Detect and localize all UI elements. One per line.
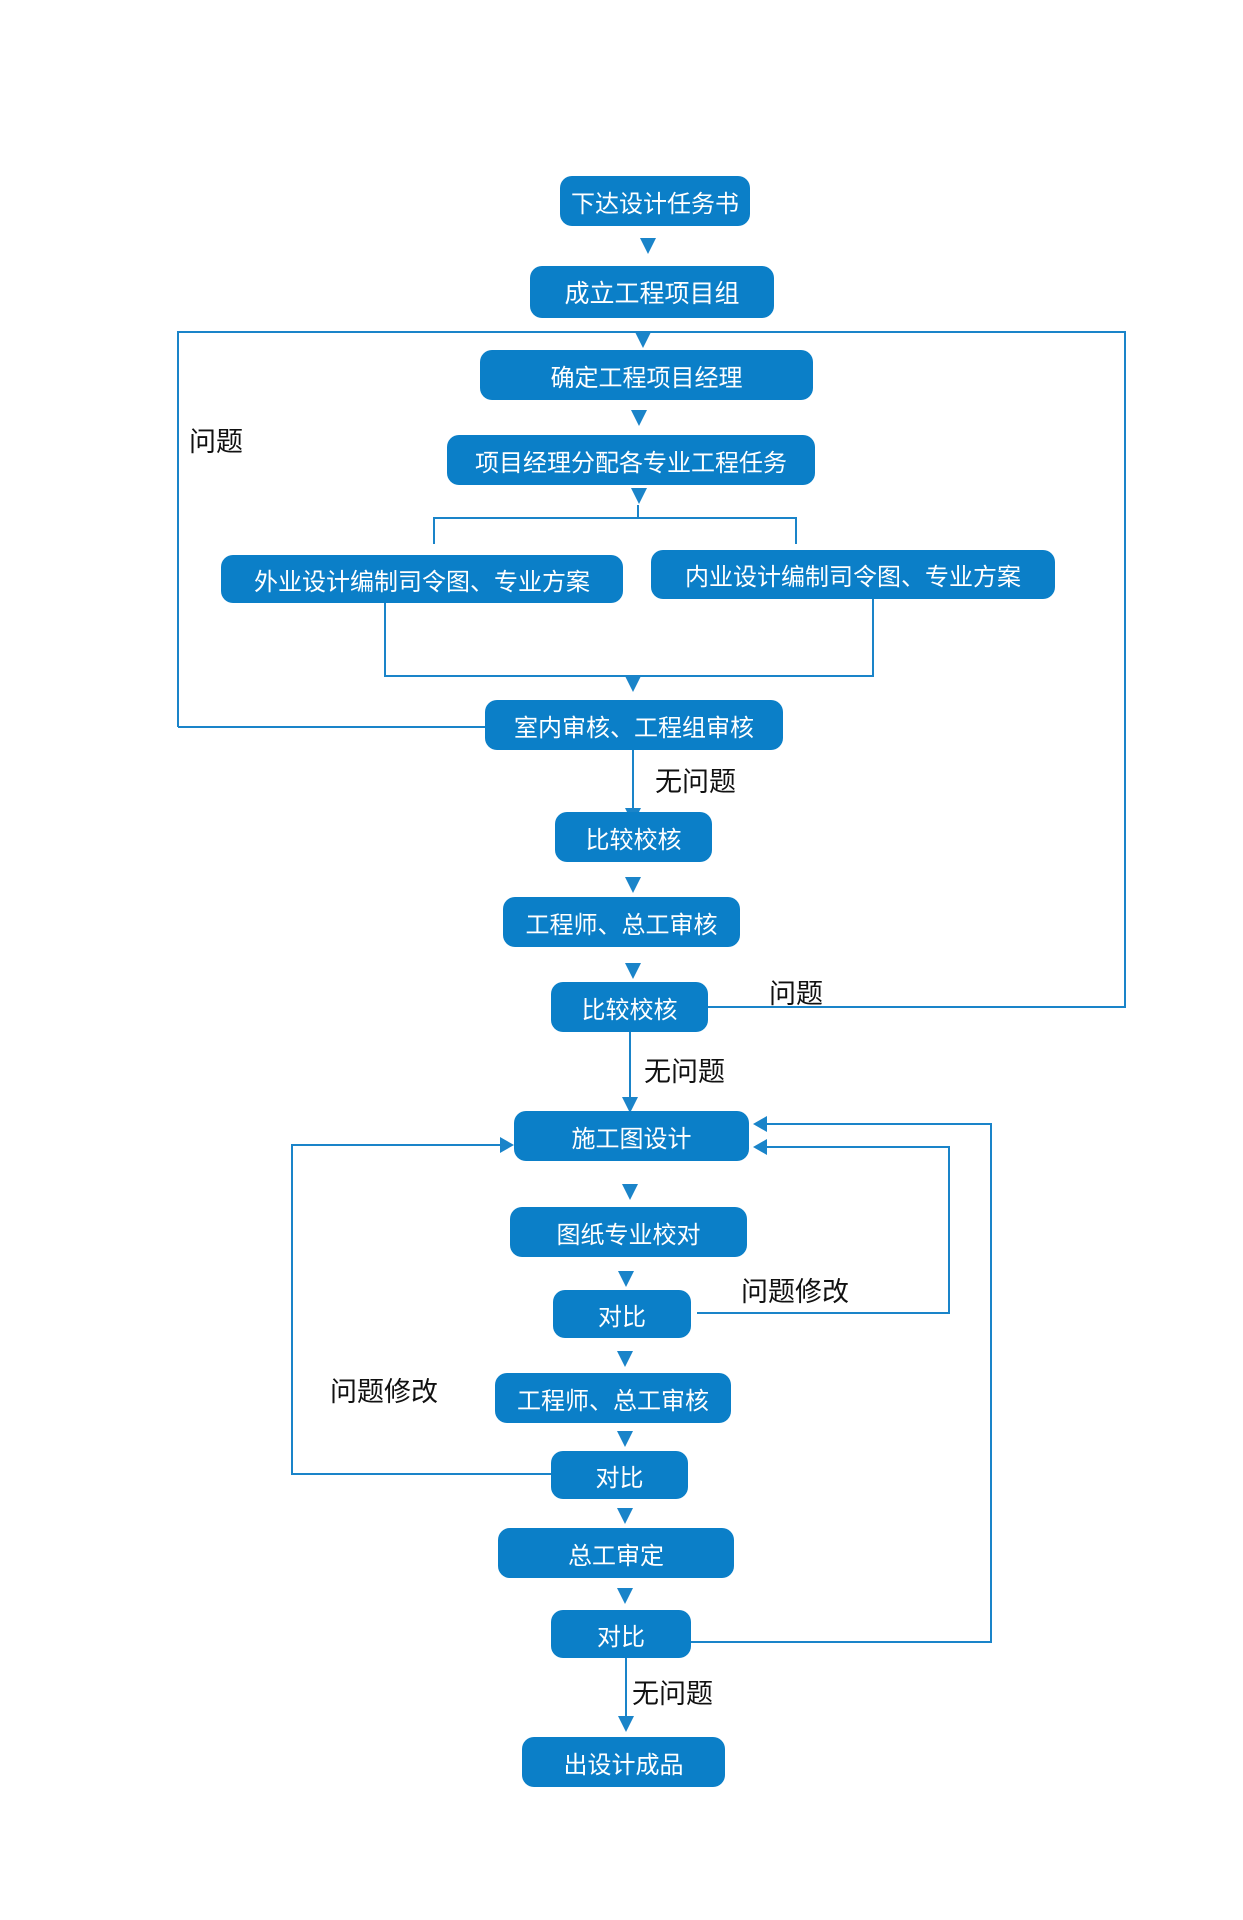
arrow-head bbox=[622, 1184, 638, 1200]
flow-step: 出设计成品 bbox=[522, 1737, 725, 1787]
flow-step: 对比 bbox=[551, 1610, 691, 1658]
edge-label: 无问题 bbox=[644, 1057, 725, 1088]
flow-step: 室内审核、工程组审核 bbox=[485, 700, 783, 750]
arrow-head bbox=[618, 1716, 634, 1732]
arrow-head bbox=[622, 1097, 638, 1113]
flow-step: 施工图设计 bbox=[514, 1111, 749, 1161]
arrow-head bbox=[617, 1351, 633, 1367]
arrow-head bbox=[635, 332, 651, 348]
edge-label: 问题修改 bbox=[330, 1377, 438, 1408]
flow-step: 项目经理分配各专业工程任务 bbox=[447, 435, 815, 485]
flow-step: 确定工程项目经理 bbox=[480, 350, 813, 400]
flow-step: 外业设计编制司令图、专业方案 bbox=[221, 555, 623, 603]
flow-step: 工程师、总工审核 bbox=[495, 1373, 731, 1423]
arrow-head bbox=[617, 1508, 633, 1524]
arrow-head bbox=[631, 488, 647, 504]
flow-step: 成立工程项目组 bbox=[530, 266, 774, 318]
flow-step: 对比 bbox=[551, 1451, 688, 1499]
flow-step: 图纸专业校对 bbox=[510, 1207, 747, 1257]
loop-left bbox=[291, 1144, 551, 1475]
edge-label: 问题修改 bbox=[741, 1277, 849, 1308]
arrow-head bbox=[625, 963, 641, 979]
flow-step: 总工审定 bbox=[498, 1528, 734, 1578]
edge-label: 无问题 bbox=[632, 1679, 713, 1710]
flow-step: 对比 bbox=[553, 1290, 691, 1338]
arrow-head bbox=[617, 1588, 633, 1604]
arrow-head bbox=[753, 1139, 767, 1155]
loop-right-inner bbox=[697, 1146, 950, 1314]
loop-right-outer bbox=[691, 1123, 992, 1643]
arrow-head bbox=[617, 1431, 633, 1447]
arrow-head bbox=[640, 238, 656, 254]
flow-step: 比较校核 bbox=[551, 982, 708, 1032]
edge-label: 问题 bbox=[769, 979, 823, 1010]
flow-step: 下达设计任务书 bbox=[560, 176, 750, 226]
arrow-head bbox=[753, 1116, 767, 1132]
flow-step: 内业设计编制司令图、专业方案 bbox=[651, 550, 1055, 599]
edge-label: 问题 bbox=[189, 427, 243, 458]
merge-line bbox=[384, 599, 874, 677]
arrow-head bbox=[618, 1271, 634, 1287]
flow-step: 比较校核 bbox=[555, 812, 712, 862]
flow-step: 工程师、总工审核 bbox=[503, 897, 740, 947]
arrow-head bbox=[625, 676, 641, 692]
arrow-head bbox=[625, 877, 641, 893]
arrow-head bbox=[500, 1137, 514, 1153]
arrow-head bbox=[631, 410, 647, 426]
split-line bbox=[433, 517, 797, 544]
edge-label: 无问题 bbox=[655, 767, 736, 798]
loop-outer bbox=[177, 331, 1126, 1008]
